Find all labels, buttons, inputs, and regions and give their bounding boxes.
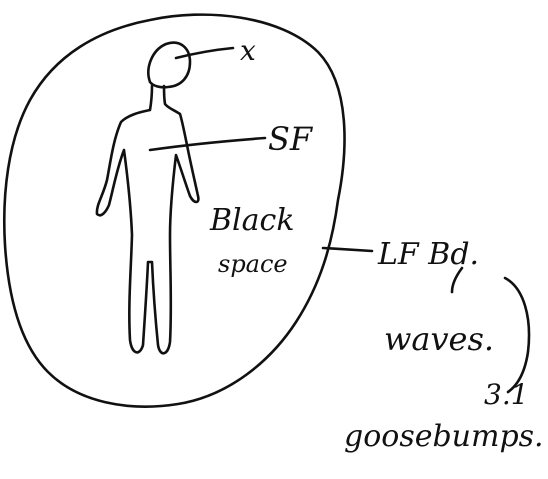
connector-bd-to-three-one [503, 276, 531, 394]
label-three-one: 3.1 [484, 378, 529, 411]
label-x: x [240, 34, 256, 67]
label-goosebumps: goosebumps. [344, 419, 544, 454]
pointer-head-to-x [174, 46, 235, 60]
label-space: space [218, 250, 288, 278]
figure-head [147, 41, 192, 89]
enclosing-circle [2, 13, 346, 408]
connector-lf-to-waves [450, 266, 464, 294]
figure-body [95, 84, 200, 355]
pointer-space-to-lf [321, 246, 374, 253]
label-lf-bd: LF Bd. [377, 237, 479, 272]
pointer-body-to-sf [148, 136, 267, 152]
label-waves: waves. [384, 320, 494, 358]
label-sf: SF [268, 120, 314, 158]
label-black: Black [209, 203, 295, 238]
